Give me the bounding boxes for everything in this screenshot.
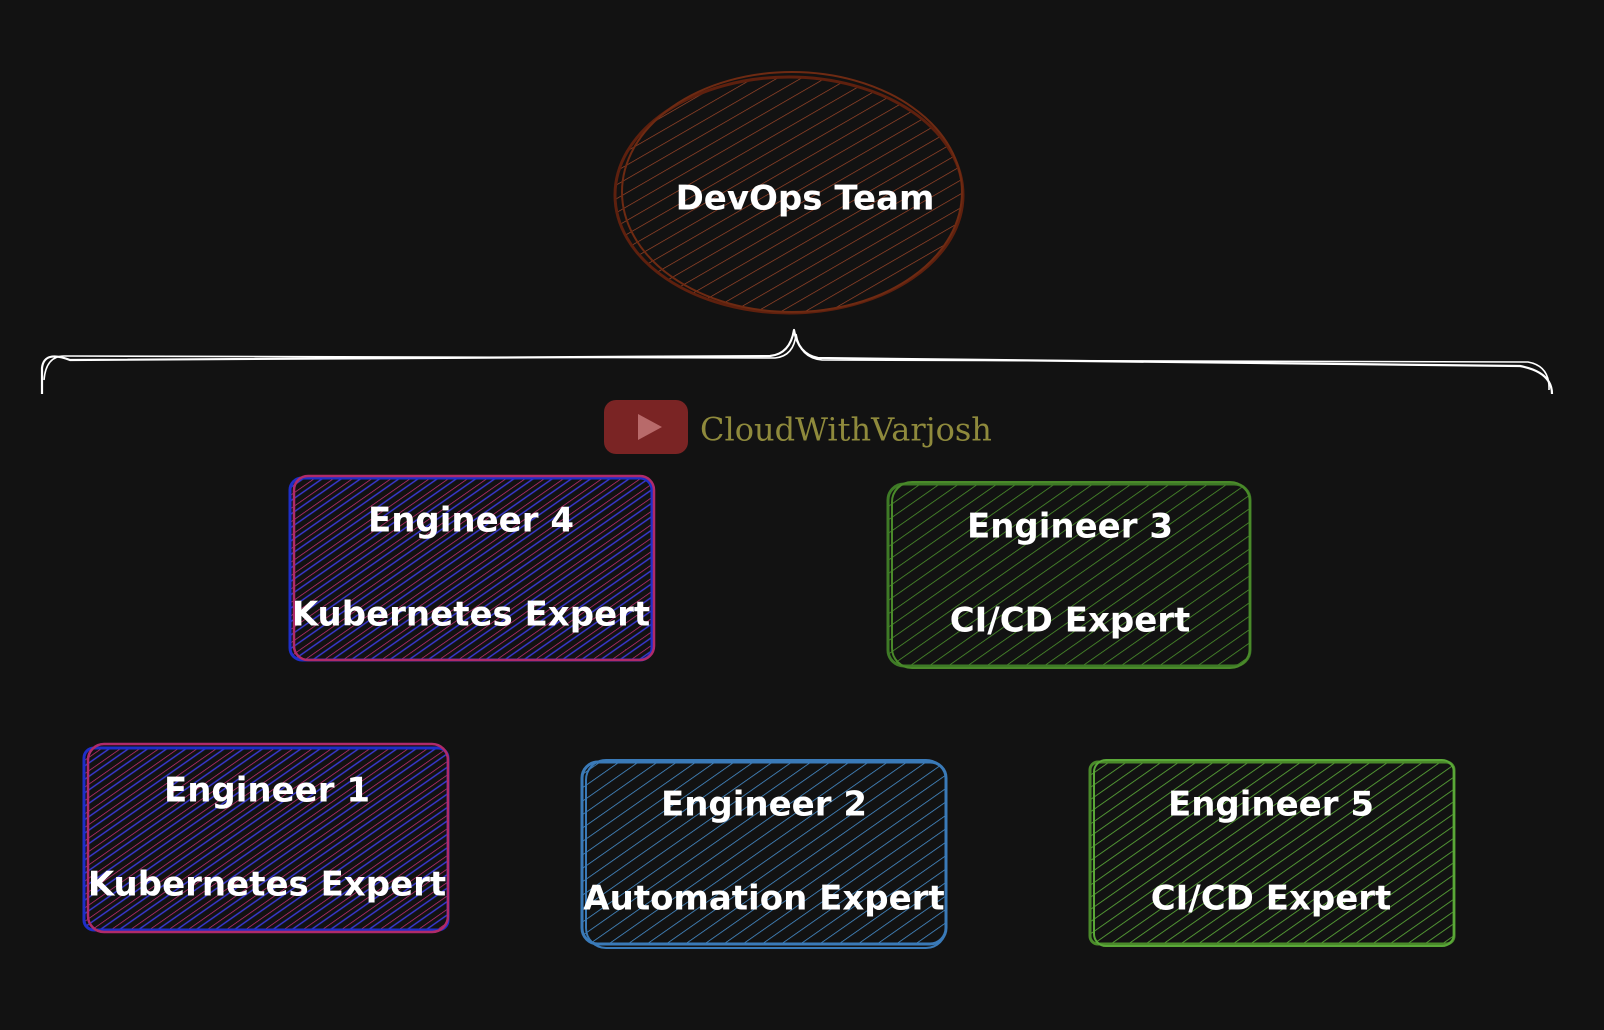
engineer-2-role: Automation Expert (583, 879, 944, 919)
engineer-3-role: CI/CD Expert (950, 601, 1191, 641)
engineer-5-name: Engineer 5 (1168, 785, 1374, 825)
engineer-2-name: Engineer 2 (661, 785, 867, 825)
brace-connector (40, 328, 1554, 395)
engineer-3-node[interactable]: Engineer 3 CI/CD Expert (886, 481, 1252, 669)
watermark-text: CloudWithVarjosh (700, 411, 992, 449)
engineer-5-role: CI/CD Expert (1151, 879, 1392, 919)
engineer-4-name: Engineer 4 (368, 501, 574, 541)
engineer-5-node[interactable]: Engineer 5 CI/CD Expert (1088, 759, 1456, 947)
watermark: CloudWithVarjosh (604, 400, 992, 454)
root-node-label: DevOps Team (676, 179, 935, 219)
engineer-3-name: Engineer 3 (967, 507, 1173, 547)
engineer-2-node[interactable]: Engineer 2 Automation Expert (580, 759, 948, 949)
engineer-1-node[interactable]: Engineer 1 Kubernetes Expert (82, 742, 450, 934)
root-node-devops-team[interactable]: DevOps Team (613, 71, 965, 315)
engineer-4-role: Kubernetes Expert (292, 595, 650, 635)
engineer-4-node[interactable]: Engineer 4 Kubernetes Expert (288, 474, 656, 662)
engineer-1-name: Engineer 1 (164, 771, 370, 811)
engineer-1-role: Kubernetes Expert (88, 865, 446, 905)
